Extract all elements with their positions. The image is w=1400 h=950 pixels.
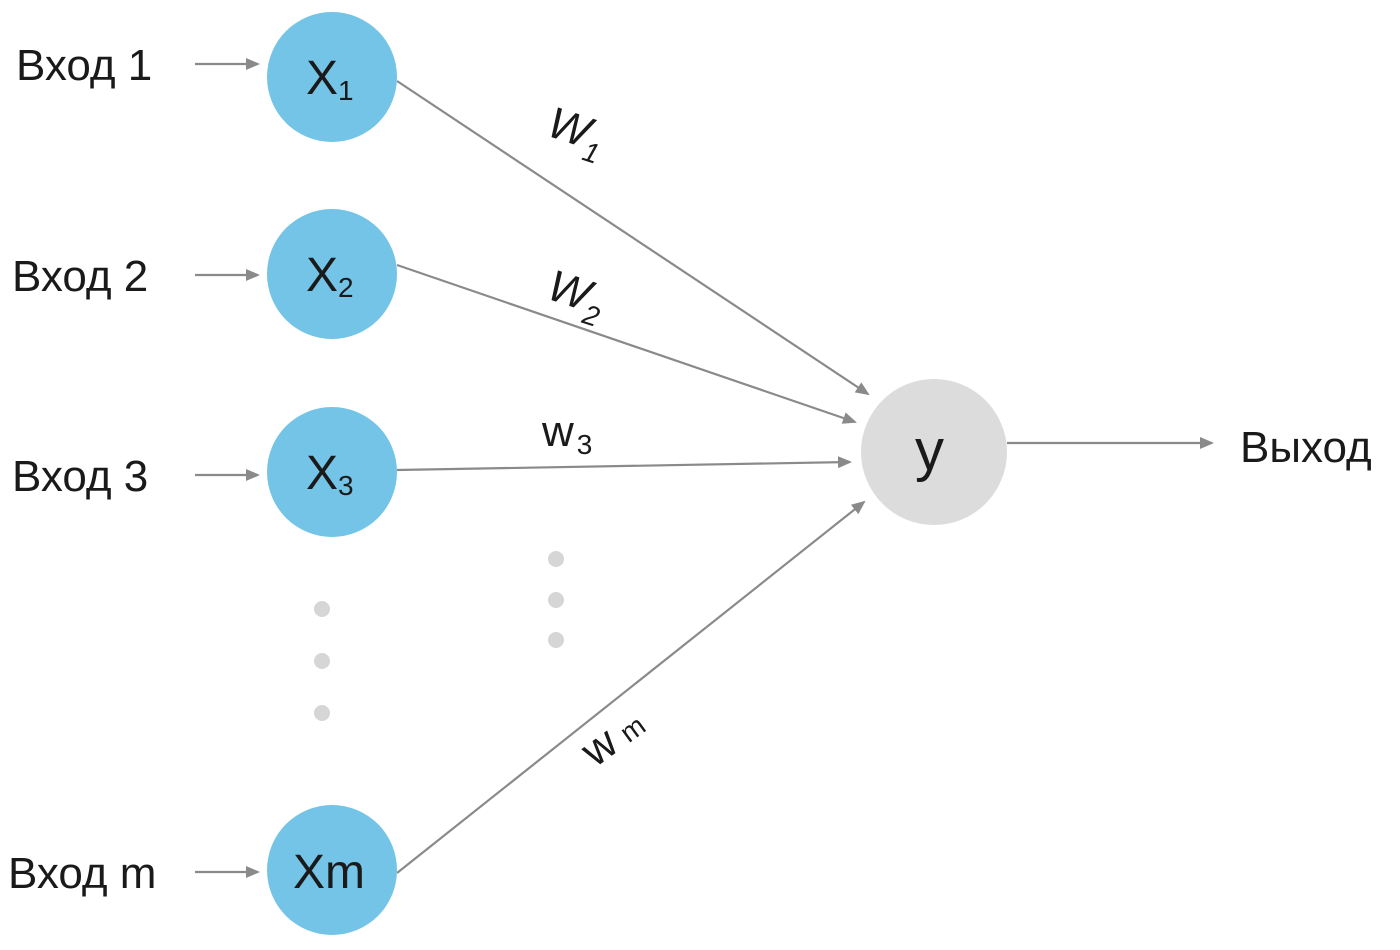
- edge-w1: [396, 80, 870, 396]
- edge-w3: [396, 456, 852, 472]
- svg-text:X3: X3: [306, 447, 354, 501]
- svg-text:X2: X2: [306, 249, 354, 303]
- svg-text:wm: wm: [571, 698, 653, 777]
- svg-text:W2: W2: [539, 261, 611, 333]
- weight-label-w1: W1: [539, 98, 611, 170]
- svg-text:w3: w3: [541, 407, 592, 460]
- output-node: y: [861, 379, 1007, 525]
- input-node-1: X1: [267, 12, 397, 142]
- svg-text:y: y: [915, 418, 944, 483]
- input-ellipsis: [314, 601, 330, 721]
- edge-wm: [396, 500, 866, 874]
- edge-w2: [396, 263, 857, 424]
- input-node-m: Xm: [267, 805, 397, 935]
- input-node-3: X3: [267, 407, 397, 537]
- input-label-2: Вход 2: [12, 252, 148, 301]
- svg-text:W1: W1: [539, 98, 611, 170]
- input-label-3: Вход 3: [12, 452, 148, 501]
- input-label-1: Вход 1: [16, 41, 152, 90]
- input-node-2: X2: [267, 209, 397, 339]
- svg-text:Xm: Xm: [293, 846, 365, 899]
- weight-ellipsis: [548, 551, 564, 648]
- output-label: Выход: [1240, 423, 1372, 472]
- weight-label-w2: W2: [539, 261, 611, 333]
- svg-text:X1: X1: [306, 52, 354, 106]
- weight-label-wm: wm: [571, 698, 653, 777]
- input-label-m: Вход m: [8, 849, 156, 898]
